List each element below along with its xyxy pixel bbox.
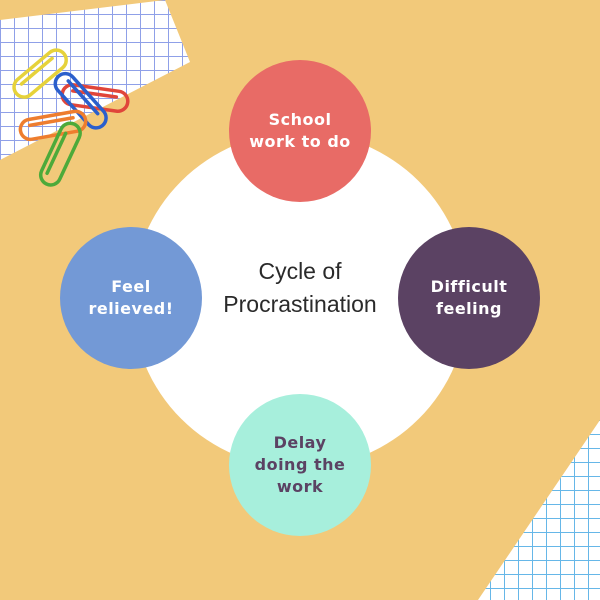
center-circle xyxy=(132,132,468,468)
node-feel-relieved-label: Feel relieved! xyxy=(88,277,174,318)
node-feel-relieved: Feel relieved! xyxy=(60,227,202,369)
center-title: Cycle of Procrastination xyxy=(223,258,377,317)
node-difficult-feeling: Difficult feeling xyxy=(398,227,540,369)
node-delay-work-label: Delay doing the work xyxy=(254,433,346,496)
tape-bottom-right xyxy=(478,420,600,600)
node-delay-work: Delay doing the work xyxy=(229,394,371,536)
node-difficult-feeling-label: Difficult feeling xyxy=(430,277,508,318)
node-school-work: School work to do xyxy=(229,60,371,202)
tape-top-left xyxy=(0,0,190,160)
node-school-work-label: School work to do xyxy=(249,110,351,151)
paper-clips-icon xyxy=(12,48,130,187)
